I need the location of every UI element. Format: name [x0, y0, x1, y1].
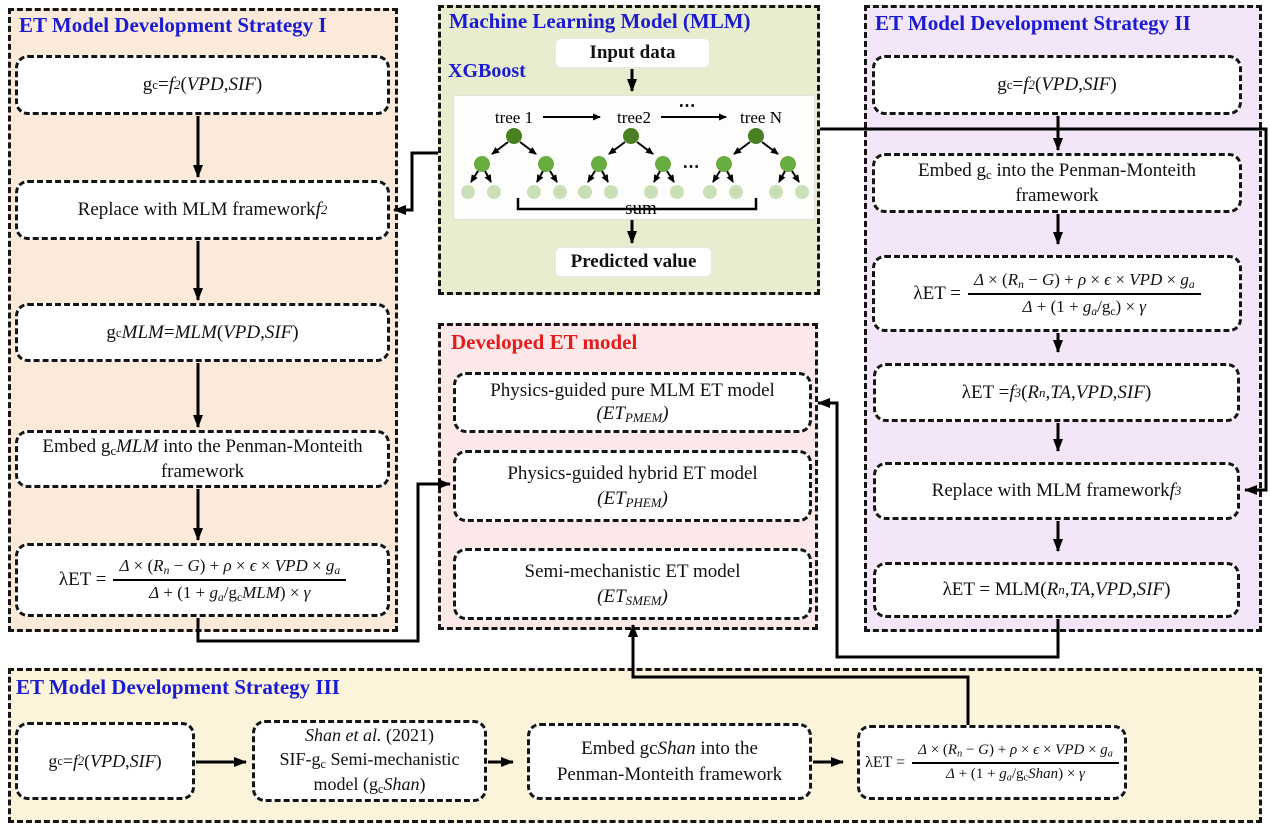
model-name: Physics-guided pure MLM ET model	[490, 379, 775, 401]
box-s2-penman-equation: λET = Δ × (Rn − G) + ρ × ϵ × VPD × ga Δ …	[872, 255, 1242, 332]
box-s1-embed-gcmlm: Embed gcMLM into the Penman-Monteith fra…	[15, 430, 390, 488]
shan-model-line3: model (gcShan)	[313, 773, 426, 796]
fraction: Δ × (Rn − G) + ρ × ϵ × VPD × ga Δ + (1 +…	[912, 742, 1119, 783]
ellipsis-mid: ⋯	[683, 157, 700, 176]
xgboost-trees-box: .nd{fill:var(--ndark);} .nm{fill:var(--n…	[453, 95, 815, 220]
tree-2	[578, 128, 684, 199]
box-hybrid-et-model: Physics-guided hybrid ET model (ETPHEM)	[453, 450, 812, 522]
tree-n	[703, 128, 809, 199]
sum-bracket	[516, 198, 758, 211]
equation-text: λET = Δ × (Rn − G) + ρ × ϵ × VPD × ga Δ …	[913, 270, 1201, 318]
panel-developed-et-model: Developed ET model Physics-guided pure M…	[438, 323, 818, 630]
fraction-denominator: Δ + (1 + ga/gcMLM) × γ	[149, 583, 311, 604]
box-s3-shan-model: Shan et al. (2021) SIF-gc Semi-mechanist…	[252, 720, 487, 802]
strategy-1-title: ET Model Development Strategy I	[19, 13, 327, 37]
box-text: Embed gcShan into the Penman-Monteith fr…	[556, 738, 783, 785]
panel-machine-learning-model: Machine Learning Model (MLM) Input data …	[438, 5, 820, 295]
box-text: Embed gcMLM into the Penman-Monteith fra…	[42, 435, 363, 483]
box-s1-penman-equation: λET = Δ × (Rn − G) + ρ × ϵ × VPD × ga Δ …	[15, 543, 390, 617]
shan-reference: Shan et al. (2021)	[304, 725, 434, 746]
xgboost-label: XGBoost	[448, 60, 526, 82]
developed-title: Developed ET model	[451, 330, 638, 354]
fraction: Δ × (Rn − G) + ρ × ϵ × VPD × ga Δ + (1 +…	[967, 270, 1201, 318]
tree-1	[461, 128, 567, 199]
model-abbreviation: (ETSMEM)	[597, 585, 668, 609]
sum-label: sum	[625, 198, 657, 219]
predicted-value-label: Predicted value	[570, 251, 697, 272]
fraction: Δ × (Rn − G) + ρ × ϵ × VPD × ga Δ + (1 +…	[113, 556, 347, 604]
strategy-2-title: ET Model Development Strategy II	[875, 11, 1191, 35]
tree-n-label: tree N	[740, 108, 782, 127]
input-data-label: Input data	[589, 42, 676, 63]
equation-prefix: λET =	[913, 282, 961, 304]
model-name: Physics-guided hybrid ET model	[507, 462, 758, 484]
model-abbreviation: (ETPMEM)	[596, 403, 669, 426]
fraction-denominator: Δ + (1 + ga/gcShan) × γ	[946, 765, 1085, 783]
predicted-value-box: Predicted value	[555, 247, 712, 277]
strategy-3-title: ET Model Development Strategy III	[16, 675, 340, 699]
arrow-mlm-to-s1-replace	[393, 151, 438, 215]
box-semi-mechanistic-et-model: Semi-mechanistic ET model (ETSMEM)	[453, 548, 812, 620]
model-abbreviation: (ETPHEM)	[597, 487, 668, 511]
fraction-numerator: Δ × (Rn − G) + ρ × ϵ × VPD × ga	[113, 556, 347, 581]
equation-text: λET = Δ × (Rn − G) + ρ × ϵ × VPD × ga Δ …	[58, 556, 347, 604]
box-s3-penman-equation: λET = Δ × (Rn − G) + ρ × ϵ × VPD × ga Δ …	[857, 725, 1127, 800]
box-s2-embed-gc: Embed gc into the Penman-Monteith framew…	[872, 153, 1242, 213]
fraction-numerator: Δ × (Rn − G) + ρ × ϵ × VPD × ga	[912, 742, 1119, 764]
equation-prefix: λET =	[58, 569, 107, 590]
ellipsis-top: ⋯	[679, 96, 696, 115]
box-s3-embed-gcshan: Embed gcShan into the Penman-Monteith fr…	[527, 723, 812, 800]
xgboost-trees-diagram: .nd{fill:var(--ndark);} .nm{fill:var(--n…	[461, 96, 809, 219]
equation-text: λET = Δ × (Rn − G) + ρ × ϵ × VPD × ga Δ …	[865, 742, 1119, 783]
tree-1-label: tree 1	[495, 108, 533, 127]
tree-2-label: tree2	[617, 108, 651, 127]
input-data-box: Input data	[555, 38, 710, 68]
equation-prefix: λET =	[865, 753, 906, 771]
box-text: Embed gc into the Penman-Monteith framew…	[917, 159, 1197, 207]
shan-model-line2: SIF-gc Semi-mechanistic	[279, 748, 460, 771]
fraction-denominator: Δ + (1 + ga/gc) × γ	[1022, 296, 1146, 318]
model-name: Semi-mechanistic ET model	[524, 560, 741, 582]
fraction-numerator: Δ × (Rn − G) + ρ × ϵ × VPD × ga	[967, 270, 1201, 295]
box-pure-mlm-et-model: Physics-guided pure MLM ET model (ETPMEM…	[453, 372, 812, 433]
mlm-title: Machine Learning Model (MLM)	[449, 9, 751, 33]
